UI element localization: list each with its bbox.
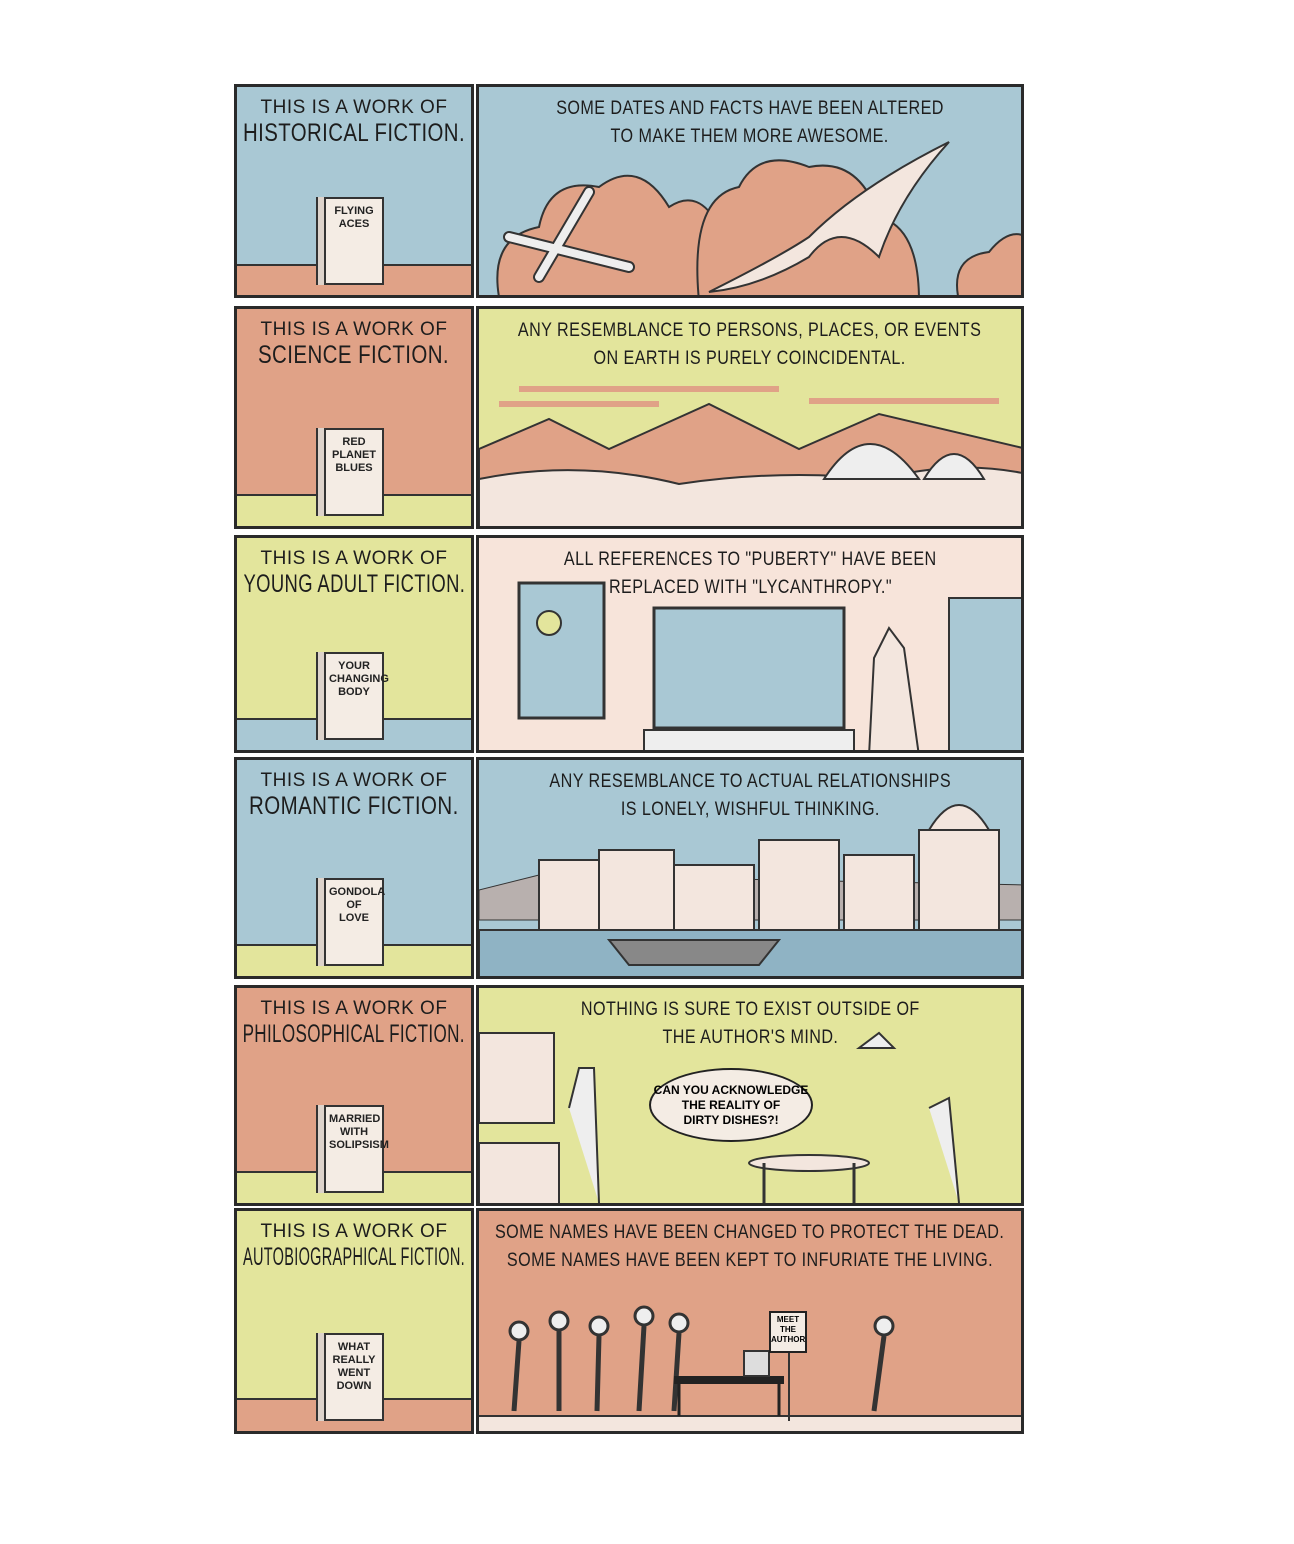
caption-line: is lonely, wishful thinking. — [620, 799, 880, 820]
book-title-word: Red — [342, 436, 366, 448]
book-title-word: Gondola — [329, 886, 386, 898]
genre-label: This is a work ofRomantic Fiction. — [237, 770, 471, 821]
genre-line-2: Historical Fiction. — [242, 119, 466, 147]
genre-line-2: Autobiographical Fiction. — [243, 1243, 465, 1271]
genre-line-1: This is a work of — [260, 1221, 448, 1242]
book-title-word: Really — [332, 1354, 376, 1366]
genre-line-2: Philosophical Fiction. — [242, 1020, 466, 1048]
scene-panel-mob: Some names have been changed to protect … — [476, 1208, 1024, 1434]
genre-label: This is a work ofPhilosophical Fiction. — [237, 998, 471, 1049]
book-title-word: Down — [336, 1380, 372, 1392]
scene-illustration — [479, 87, 1021, 295]
book-title-word: What — [337, 1341, 371, 1353]
genre-panel: This is a work ofScience Fiction. RedPlan… — [234, 306, 474, 529]
scene-panel-venice: Any resemblance to actual relationships i… — [476, 757, 1024, 979]
genre-line-1: This is a work of — [260, 97, 448, 118]
comic-row: This is a work ofScience Fiction. RedPlan… — [232, 306, 1024, 529]
caption-line: Nothing is sure to exist outside of — [580, 999, 920, 1020]
scene-illustration — [479, 309, 1021, 526]
caption-text: All references to "puberty" have been rep… — [479, 546, 1021, 602]
bathroom-drawing — [517, 581, 1021, 750]
book-title-word: Solipsism — [329, 1139, 389, 1151]
book-title-word: Married — [329, 1113, 381, 1125]
book-title-word: of — [346, 899, 362, 911]
book-cover: YourChangingBody — [324, 652, 389, 740]
book-title-word: Planet — [332, 449, 376, 461]
book-title-word: Flying — [334, 205, 374, 217]
caption-line: Any resemblance to actual relationships — [549, 771, 951, 792]
book-title-word: Aces — [338, 218, 370, 230]
caption-line: Some names have been changed to protect … — [495, 1222, 1005, 1243]
sky-drawing — [496, 141, 1021, 295]
book-cover: WhatReallyWentDown — [324, 1333, 384, 1421]
genre-panel: This is a work ofAutobiographical Fictio… — [234, 1208, 474, 1434]
genre-panel: This is a work ofRomantic Fiction. Gondol… — [234, 757, 474, 979]
genre-line-1: This is a work of — [260, 548, 448, 569]
sign-word: Author — [771, 1335, 806, 1344]
book-title-word: Body — [338, 686, 370, 698]
caption-line: Any resemblance to persons, places, or e… — [518, 320, 982, 341]
scene-illustration — [479, 988, 1021, 1203]
mob-drawing — [479, 1305, 1021, 1431]
genre-panel: This is a work ofPhilosophical Fiction. M… — [234, 985, 474, 1206]
scene-panel-sky: Some dates and facts have been altered to… — [476, 84, 1024, 298]
sign-word: the — [780, 1325, 796, 1334]
book-title-word: Your — [338, 660, 370, 672]
genre-line-2: Romantic Fiction. — [249, 792, 459, 820]
venice-drawing — [479, 804, 1021, 976]
genre-panel: This is a work ofYoung Adult Fiction.You… — [234, 535, 474, 753]
caption-line: the author's mind. — [662, 1027, 838, 1048]
genre-label: This is a work ofScience Fiction. — [237, 319, 471, 370]
genre-line-2: Science Fiction. — [258, 341, 450, 369]
book-title-word: Love — [339, 912, 369, 924]
genre-line-1: This is a work of — [260, 998, 448, 1019]
caption-text: Some dates and facts have been altered to… — [479, 95, 1021, 151]
caption-text: Any resemblance to actual relationships i… — [479, 768, 1021, 824]
genre-panel: This is a work ofHistorical Fiction. Flyi… — [234, 84, 474, 298]
caption-text: Some names have been changed to protect … — [479, 1219, 1021, 1275]
book-title-word: with — [339, 1126, 369, 1138]
book-cover: MarriedwithSolipsism — [324, 1105, 389, 1193]
sign-word: Meet — [776, 1315, 800, 1324]
scene-illustration — [479, 1211, 1021, 1431]
scene-panel-kitchen: Nothing is sure to exist outside of the a… — [476, 985, 1024, 1206]
speech-bubble: Can you acknowledgethe reality ofdirty d… — [649, 1068, 813, 1142]
speech-line: dirty dishes?! — [683, 1112, 779, 1127]
genre-label: This is a work ofHistorical Fiction. — [237, 97, 471, 148]
book-title-word: Changing — [329, 673, 389, 685]
genre-line-1: This is a work of — [260, 319, 448, 340]
book-cover: RedPlanetBlues — [324, 428, 384, 516]
scene-panel-bathroom: All references to "puberty" have been rep… — [476, 535, 1024, 753]
scene-illustration — [479, 538, 1021, 750]
genre-label: This is a work ofYoung Adult Fiction. — [237, 548, 471, 599]
speech-line: Can you acknowledge — [653, 1082, 809, 1097]
genre-line-1: This is a work of — [260, 770, 448, 791]
caption-text: Any resemblance to persons, places, or e… — [479, 317, 1021, 373]
comic-row: This is a work ofPhilosophical Fiction. M… — [232, 985, 1024, 1206]
comic-row: This is a work ofHistorical Fiction. Flyi… — [232, 84, 1024, 298]
caption-line: on Earth is purely coincidental. — [593, 348, 907, 369]
caption-line: to make them more awesome. — [610, 126, 890, 147]
speech-line: the reality of — [681, 1097, 781, 1112]
caption-line: All references to "puberty" have been — [563, 549, 937, 570]
mars-drawing — [479, 386, 1021, 526]
caption-line: Some names have been kept to infuriate t… — [506, 1250, 994, 1271]
book-cover: GondolaofLove — [324, 878, 386, 966]
caption-line: Some dates and facts have been altered — [556, 98, 944, 119]
caption-line: replaced with "lycanthropy." — [608, 577, 892, 598]
kitchen-drawing — [479, 1031, 960, 1203]
comic-row: This is a work ofAutobiographical Fictio… — [232, 1208, 1024, 1434]
book-title-word: Went — [337, 1367, 371, 1379]
genre-label: This is a work ofAutobiographical Fictio… — [237, 1221, 471, 1272]
caption-text: Nothing is sure to exist outside of the a… — [479, 996, 1021, 1052]
comic-row: This is a work ofYoung Adult Fiction.You… — [232, 535, 1024, 753]
book-cover: FlyingAces — [324, 197, 384, 285]
scene-panel-mars: Any resemblance to persons, places, or e… — [476, 306, 1024, 529]
scene-illustration — [479, 760, 1021, 976]
book-title-word: Blues — [335, 462, 373, 474]
comic-row: This is a work ofRomantic Fiction. Gondol… — [232, 757, 1024, 979]
meet-the-author-sign: MeettheAuthor — [769, 1311, 807, 1353]
genre-line-2: Young Adult Fiction. — [243, 570, 465, 598]
